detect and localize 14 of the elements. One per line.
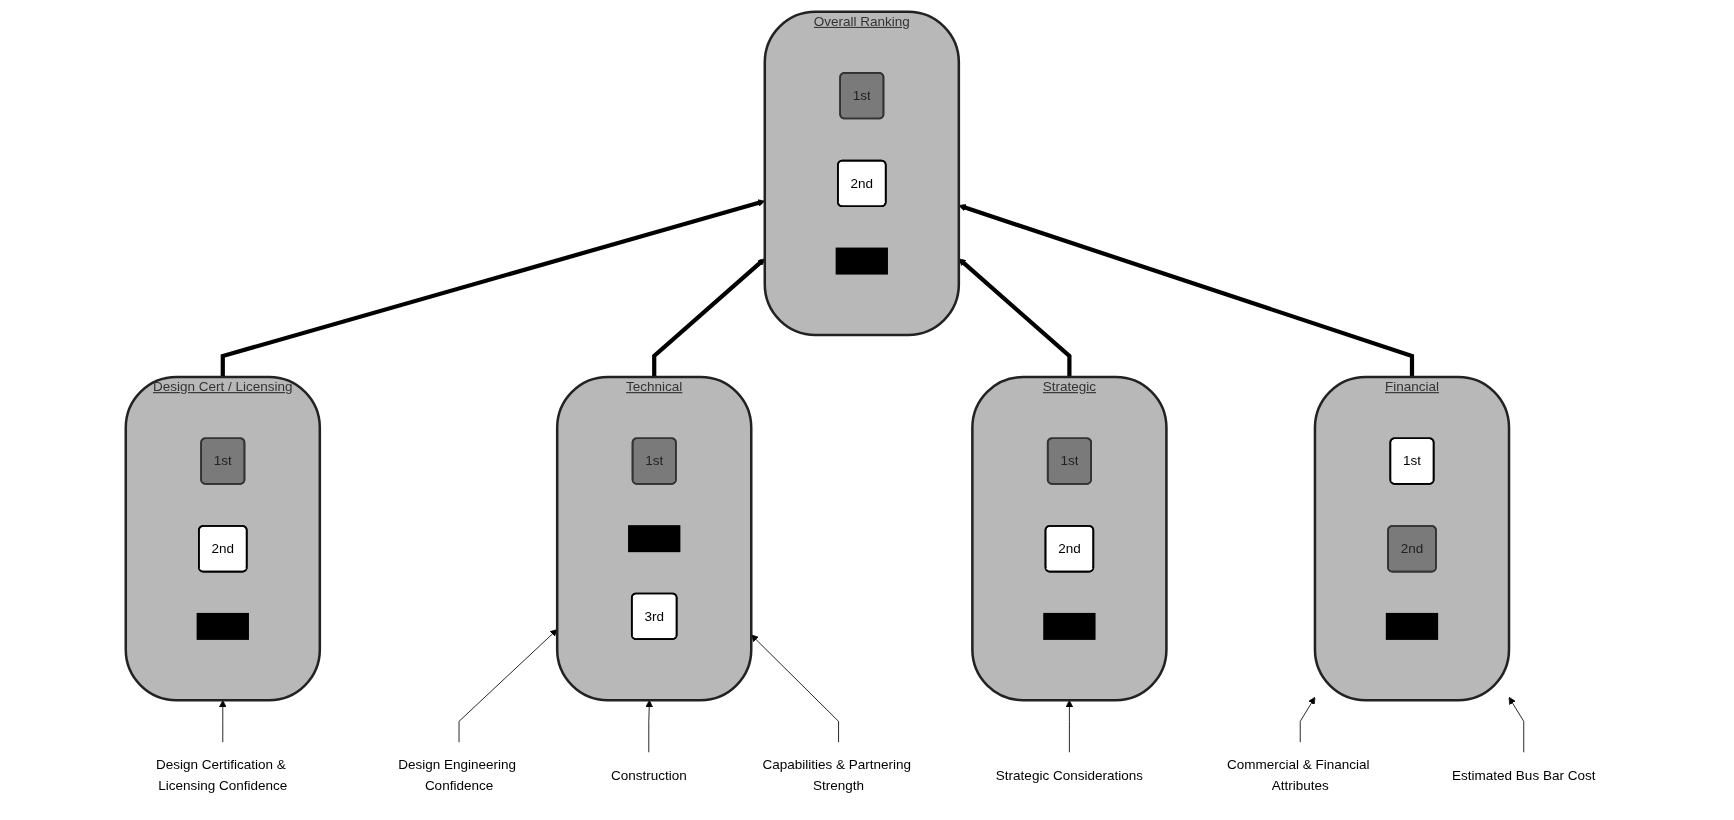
node-text: Construction [611, 767, 687, 783]
node-box [1385, 612, 1439, 640]
node-box [835, 247, 889, 275]
node-text: Estimated Bus Bar Cost [1452, 767, 1596, 783]
node-text: Design Certification & Licensing Confidence [156, 757, 288, 793]
node-text: Strategic Considerations [995, 767, 1144, 783]
node-box [628, 525, 681, 553]
node-box [196, 612, 250, 640]
node-text: Commercial & Financial Attributes [1227, 757, 1370, 793]
arrow [958, 258, 1072, 378]
node-text: Design Engineering Confidence [398, 757, 517, 793]
arrow [958, 204, 1415, 378]
node-text: Capabilities & Partnering Strength [762, 757, 912, 793]
node-box [1043, 612, 1096, 640]
